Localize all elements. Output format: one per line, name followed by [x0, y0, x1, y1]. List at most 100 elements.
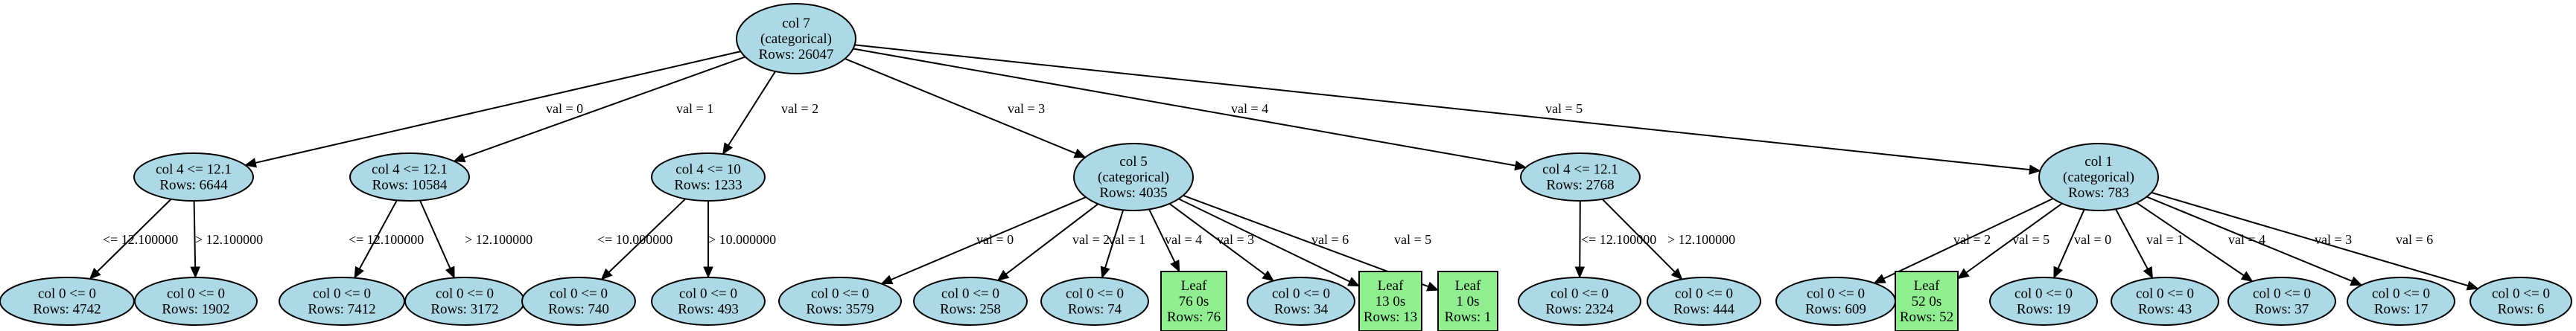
node-label-line: col 0 <= 0: [38, 286, 96, 302]
arrowhead-icon: [453, 152, 466, 163]
node-label-line: Leaf: [1378, 278, 1404, 294]
leaf-box: [1160, 271, 1227, 331]
node-label-line: 1 0s: [1456, 294, 1479, 309]
node-ellipse: [778, 277, 902, 326]
split-node: col 1(categorical)Rows: 783: [2038, 143, 2159, 211]
node-ellipse: [521, 277, 636, 326]
edge-line: [2146, 196, 2353, 282]
arrowhead-icon: [600, 268, 613, 280]
node-ellipse: [651, 277, 766, 326]
node-ellipse: [2470, 277, 2572, 326]
node-label-line: col 0 <= 0: [2253, 286, 2311, 302]
arrowhead-icon: [880, 274, 894, 285]
node-label-line: Rows: 2768: [1546, 178, 1614, 193]
edge: <= 12.100000: [349, 199, 424, 279]
edge-line: [463, 56, 746, 158]
node-label-line: col 0 <= 0: [2014, 286, 2073, 302]
node-label-line: Rows: 783: [2068, 185, 2129, 201]
node-ellipse: [1520, 152, 1641, 202]
edge-line: [1168, 203, 1266, 276]
node-label-line: col 0 <= 0: [1551, 286, 1609, 302]
node-label-line: Rows: 444: [1673, 302, 1734, 318]
node-label-line: Rows: 37: [2255, 302, 2309, 318]
edge: val = 4: [2136, 202, 2265, 282]
arrowhead-icon: [89, 267, 101, 280]
nodes-layer: col 7(categorical)Rows: 26047 col 4 <= 12…: [0, 3, 2572, 331]
node-label-line: Rows: 43: [2138, 302, 2192, 318]
edge: val = 0: [244, 51, 741, 168]
edge-line: [853, 48, 1516, 167]
node-label-line: col 0 <= 0: [1675, 286, 1733, 302]
edge: val = 4: [853, 48, 1527, 171]
edge: val = 0: [880, 196, 1087, 285]
edge: val = 5: [1956, 202, 2063, 280]
edge-label: val = 0: [976, 232, 1014, 247]
edge: val = 3: [845, 57, 1087, 158]
node-label-line: (categorical): [760, 31, 832, 47]
arrowhead-icon: [2466, 280, 2479, 291]
edge: > 12.100000: [1601, 199, 1735, 280]
arrowhead-icon: [996, 269, 1010, 281]
node-label-line: Rows: 3172: [430, 302, 498, 318]
node-ellipse: [1073, 143, 1194, 211]
arrowhead-icon: [445, 266, 455, 279]
node-label-line: col 0 <= 0: [811, 286, 869, 302]
arrowhead-icon: [1100, 266, 1110, 279]
node-ellipse: [1989, 277, 2098, 326]
edge-line: [193, 200, 197, 268]
node-label-line: Rows: 609: [1805, 302, 1866, 318]
node-label-line: Rows: 7412: [308, 302, 375, 318]
split-node: col 7(categorical)Rows: 26047: [736, 3, 856, 74]
edge-label: <= 10.000000: [597, 232, 672, 247]
node-ellipse: [2227, 277, 2336, 326]
edge-line: [891, 196, 1087, 280]
node-label-line: Rows: 13: [1364, 309, 1417, 325]
node-label-line: col 4 <= 12.1: [156, 162, 232, 178]
node-label-line: 76 0s: [1179, 294, 1209, 309]
node-ellipse: [349, 152, 470, 202]
edge-label: val = 5: [1545, 101, 1583, 116]
edge-label: val = 6: [1311, 232, 1349, 247]
arrowhead-icon: [2053, 266, 2063, 279]
edge-label: val = 3: [2315, 232, 2352, 247]
node-label-line: col 4 <= 12.1: [372, 162, 448, 178]
edge-label: val = 4: [2228, 232, 2265, 247]
edge-label: val = 2: [1953, 232, 1991, 247]
edge: val = 3: [1168, 203, 1275, 282]
arrowhead-icon: [1956, 268, 1970, 280]
edge-line: [608, 198, 687, 273]
edge: <= 12.100000: [89, 198, 178, 280]
node-label-line: Leaf: [1455, 278, 1481, 294]
node-label-line: Rows: 740: [548, 302, 609, 318]
node-label-line: Rows: 6: [2498, 302, 2545, 318]
arrowhead-icon: [2240, 271, 2254, 282]
edge-line: [1104, 210, 1125, 269]
node-label-line: Rows: 4742: [33, 302, 101, 318]
node-label-line: col 0 <= 0: [2372, 286, 2430, 302]
arrowhead-icon: [1670, 268, 1683, 280]
node-label-line: col 0 <= 0: [1272, 286, 1330, 302]
edge-label: val = 0: [2074, 232, 2111, 247]
arrowhead-icon: [1262, 270, 1275, 282]
arrowhead-icon: [190, 266, 200, 279]
arrowhead-icon: [244, 158, 258, 168]
node-label-line: col 0 <= 0: [1066, 286, 1124, 302]
node-label-line: col 0 <= 0: [679, 286, 737, 302]
edge: val = 0: [2053, 209, 2111, 279]
edge-label: val = 3: [1217, 232, 1254, 247]
edge-line: [1965, 202, 2063, 274]
edge-label: val = 0: [546, 101, 583, 116]
